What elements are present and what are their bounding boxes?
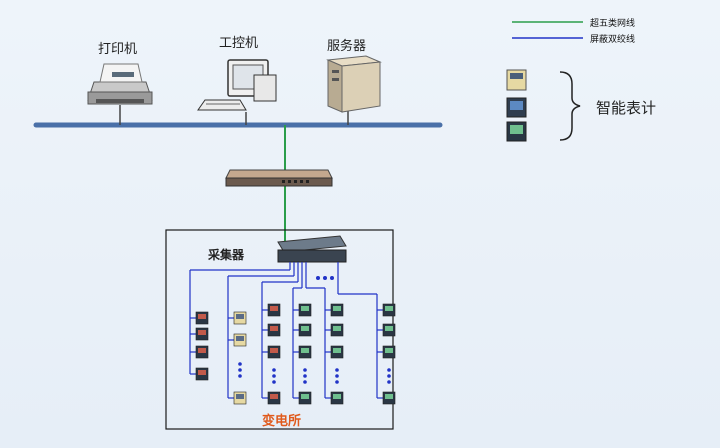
ellipsis-dot: [387, 380, 391, 384]
ellipsis-dot: [323, 276, 327, 280]
meter-icon: [195, 311, 209, 325]
collector-bus-lines: [189, 262, 383, 399]
meter-icon: [298, 391, 312, 405]
meter-icon: [330, 391, 344, 405]
ellipsis-dot: [238, 368, 242, 372]
meter-icon: [233, 333, 247, 347]
collector-icon: [277, 235, 347, 263]
workstation-icon: [197, 59, 277, 111]
ellipsis-dot: [335, 368, 339, 372]
server-label: 服务器: [327, 39, 367, 54]
meter-icon: [267, 323, 281, 337]
meter-icon: [330, 303, 344, 317]
ellipsis-dot: [316, 276, 320, 280]
legend-green-label: 超五类网线: [590, 19, 636, 29]
collector-label: 采集器: [208, 248, 245, 262]
meter-icon: [267, 345, 281, 359]
meter-icon: [382, 303, 396, 317]
meter-icon: [382, 323, 396, 337]
ellipsis-dot: [238, 374, 242, 378]
meter-icon: [267, 391, 281, 405]
ellipsis-dot: [272, 368, 276, 372]
meter-icon: [195, 345, 209, 359]
ellipsis-dot: [335, 374, 339, 378]
meter-icon: [195, 367, 209, 381]
meter-icon: [382, 345, 396, 359]
meter-icon: [233, 391, 247, 405]
brace: [559, 71, 581, 141]
ellipsis-dot: [303, 368, 307, 372]
meter-icon: [298, 303, 312, 317]
meter-array: [195, 276, 396, 405]
ellipsis-dot: [303, 380, 307, 384]
meter-icon: [382, 391, 396, 405]
printer-label: 打印机: [98, 42, 138, 57]
ellipsis-dot: [272, 374, 276, 378]
meters-group-label: 智能表计: [596, 99, 657, 117]
ellipsis-dot: [272, 380, 276, 384]
ellipsis-dot: [303, 374, 307, 378]
meter-icon: [330, 323, 344, 337]
meter-icon: [195, 327, 209, 341]
meter-legend-icons: [506, 69, 527, 142]
workstation-label: 工控机: [219, 36, 259, 51]
printer-icon: [87, 63, 153, 105]
ellipsis-dot: [387, 368, 391, 372]
legend-blue-label: 屏蔽双绞线: [590, 35, 636, 45]
switch-icon: [225, 169, 333, 187]
ellipsis-dot: [335, 380, 339, 384]
meter-icon: [330, 345, 344, 359]
meter-icon: [233, 311, 247, 325]
ellipsis-dot: [238, 362, 242, 366]
server-icon: [326, 55, 382, 113]
substation-label: 变电所: [262, 414, 302, 429]
ellipsis-dot: [330, 276, 334, 280]
ellipsis-dot: [387, 374, 391, 378]
meter-icon: [298, 345, 312, 359]
meter-icon: [267, 303, 281, 317]
meter-icon: [298, 323, 312, 337]
